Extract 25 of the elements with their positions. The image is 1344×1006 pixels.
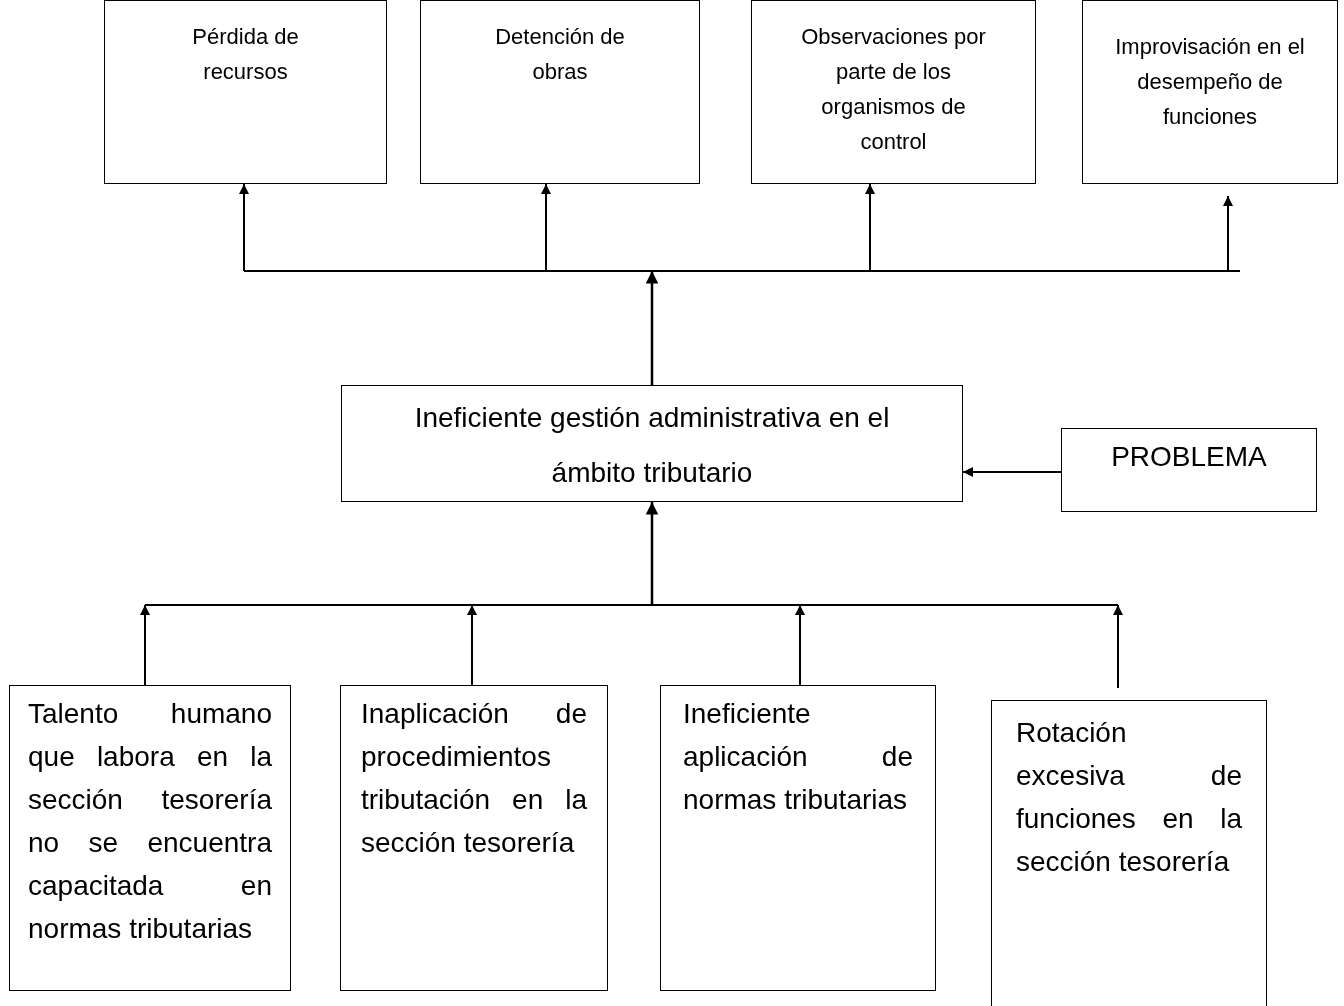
process-box [660,685,936,991]
node-text: Ineficiente aplicación de normas tributarias [683,697,913,817]
node-text: Improvisación en el desempeño de funciones [1114,33,1306,131]
node-text: Observaciones por parte de los organismos de control [800,23,987,156]
problem-box [341,385,963,502]
process-box [1082,0,1338,184]
arrow [645,271,659,385]
node-text: Inaplicación de procedimientos tributación en la sección tesorería [361,697,587,860]
node-text: Pérdida de recursos [191,23,300,86]
process-box [340,685,608,991]
process-box [991,700,1267,1006]
process-box [420,0,700,184]
process-box [751,0,1036,184]
node-text: Talento humano que labora en la sección tesorería no se encuentra capacitada en normas tributarias [28,697,272,946]
node-text: Detención de obras [494,23,626,86]
arrow [645,502,659,605]
node-text: Rotación excesiva de funciones en la sección tesorería [1016,716,1242,879]
node-text: PROBLEMA [1110,440,1268,474]
arrow [962,467,1062,477]
arrow [467,604,653,686]
arrow [541,183,653,272]
process-box [1061,428,1317,512]
process-box [104,0,387,184]
node-text: Ineficiente gestión administrativa en el ámbito tributario [413,401,891,490]
process-box [9,685,291,991]
